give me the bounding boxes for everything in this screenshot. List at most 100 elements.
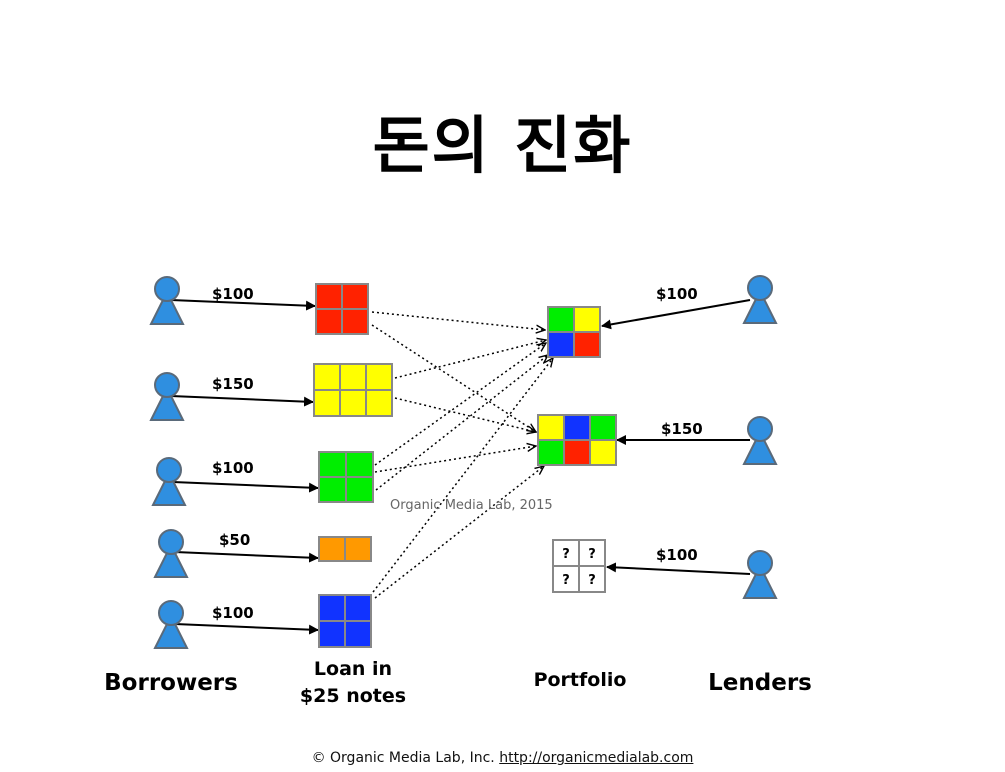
borrower-icon-5-head bbox=[158, 600, 184, 626]
watermark: Organic Media Lab, 2015 bbox=[390, 498, 553, 513]
note-link-8 bbox=[369, 358, 553, 597]
loan-box-5-cell bbox=[318, 620, 346, 648]
loan-box-1-cell bbox=[341, 308, 369, 335]
lender-icon-1-head bbox=[747, 275, 773, 301]
borrower-icon-2 bbox=[149, 372, 185, 421]
borrower-icon-4 bbox=[153, 529, 189, 578]
lender-icon-1-body bbox=[742, 288, 778, 324]
borrower-icon-1 bbox=[149, 276, 185, 325]
borrower-icon-1-head bbox=[154, 276, 180, 302]
portfolio-box-2-cell bbox=[563, 414, 591, 441]
lender-icon-3 bbox=[742, 550, 778, 599]
borrower-icon-2-head bbox=[154, 372, 180, 398]
loan-caption-line1: Loan in bbox=[313, 658, 393, 680]
borrower-icon-5 bbox=[153, 600, 189, 649]
borrower-icon-4-head bbox=[158, 529, 184, 555]
lender-amount-2: $150 bbox=[661, 420, 703, 438]
loan-caption-line2: $25 notes bbox=[299, 685, 407, 707]
slide-title: 돈의 진화 bbox=[372, 109, 633, 182]
loan-box-2-cell bbox=[313, 389, 341, 417]
portfolio-box-3-cell bbox=[578, 565, 606, 593]
borrower-arrow-5 bbox=[174, 623, 319, 635]
portfolio-box-3-question-mark: ? bbox=[562, 547, 570, 562]
loan-box-4-cell bbox=[344, 536, 372, 562]
loan-box-4 bbox=[318, 536, 372, 562]
borrower-amount-3: $100 bbox=[212, 459, 254, 477]
lender-amount-3: $100 bbox=[656, 546, 698, 564]
lender-icon-2 bbox=[742, 416, 778, 465]
loan-box-1-cell bbox=[315, 283, 343, 310]
loan-box-3-cell bbox=[318, 476, 347, 503]
lender-icon-2-head bbox=[747, 416, 773, 442]
portfolio-box-2-cell bbox=[589, 439, 617, 466]
borrower-icon-3 bbox=[151, 457, 187, 506]
borrower-arrow-2 bbox=[170, 395, 314, 407]
loan-box-3-cell bbox=[345, 451, 374, 478]
borrower-arrow-1 bbox=[170, 299, 316, 311]
borrower-icon-3-head bbox=[156, 457, 182, 483]
borrower-icon-4-body bbox=[153, 542, 189, 578]
portfolio-box-3-question-mark: ? bbox=[588, 573, 596, 588]
footer-copyright: © Organic Media Lab, Inc. bbox=[311, 750, 495, 766]
portfolio-box-3: ???? bbox=[552, 539, 606, 593]
portfolio-box-1-cell bbox=[547, 331, 575, 358]
portfolio-box-1-cell bbox=[547, 306, 575, 333]
lender-icon-1 bbox=[742, 275, 778, 324]
borrower-icon-1-body bbox=[149, 289, 185, 325]
note-link-3 bbox=[394, 340, 546, 379]
loan-box-3-cell bbox=[318, 451, 347, 478]
borrower-amount-5: $100 bbox=[212, 604, 254, 622]
lender-amount-1: $100 bbox=[656, 285, 698, 303]
portfolio-box-1-cell bbox=[573, 306, 601, 333]
portfolio-box-1-cell bbox=[573, 331, 601, 358]
lender-icon-3-head bbox=[747, 550, 773, 576]
borrower-icon-5-body bbox=[153, 613, 189, 649]
loan-box-1-cell bbox=[315, 308, 343, 335]
borrower-amount-1: $100 bbox=[212, 285, 254, 303]
note-link-9 bbox=[374, 466, 544, 599]
lenders-caption: Lenders bbox=[708, 670, 812, 696]
borrower-amount-2: $150 bbox=[212, 375, 254, 393]
borrower-arrow-3 bbox=[172, 481, 319, 493]
loan-box-5-cell bbox=[344, 620, 372, 648]
note-link-1 bbox=[371, 311, 545, 330]
portfolio-box-2-cell bbox=[537, 439, 565, 466]
loan-box-3 bbox=[318, 451, 374, 503]
note-link-4 bbox=[394, 397, 536, 432]
note-link-5 bbox=[374, 343, 546, 466]
loan-box-2-cell bbox=[365, 389, 393, 417]
loan-box-5-cell bbox=[318, 594, 346, 622]
portfolio-box-1 bbox=[547, 306, 601, 358]
note-link-6 bbox=[374, 446, 536, 473]
lender-icon-2-body bbox=[742, 429, 778, 465]
portfolio-box-2-cell bbox=[589, 414, 617, 441]
portfolio-box-3-cell bbox=[552, 565, 580, 593]
borrower-icon-2-body bbox=[149, 385, 185, 421]
footer-link[interactable]: http://organicmedialab.com bbox=[499, 750, 694, 766]
loan-box-2-cell bbox=[365, 363, 393, 391]
portfolio-box-2-cell bbox=[563, 439, 591, 466]
lender-arrow-3 bbox=[606, 562, 751, 575]
loan-box-2-cell bbox=[339, 363, 367, 391]
portfolio-box-3-cell bbox=[552, 539, 580, 567]
borrower-arrow-4 bbox=[174, 551, 319, 563]
loan-box-2-cell bbox=[313, 363, 341, 391]
loan-box-1 bbox=[315, 283, 369, 335]
borrower-amount-4: $50 bbox=[219, 531, 251, 549]
footer: © Organic Media Lab, Inc. http://organic… bbox=[0, 750, 1005, 766]
loan-box-3-cell bbox=[345, 476, 374, 503]
note-link-2 bbox=[371, 324, 536, 432]
note-link-7 bbox=[375, 355, 548, 491]
loan-box-5-cell bbox=[344, 594, 372, 622]
portfolio-box-3-question-mark: ? bbox=[588, 547, 596, 562]
portfolio-caption: Portfolio bbox=[533, 669, 627, 691]
loan-box-1-cell bbox=[341, 283, 369, 310]
portfolio-box-2-cell bbox=[537, 414, 565, 441]
loan-box-4-cell bbox=[318, 536, 346, 562]
lender-arrow-1 bbox=[601, 299, 751, 330]
loan-caption: Loan in $25 notes bbox=[283, 656, 423, 710]
loan-box-2 bbox=[313, 363, 393, 417]
portfolio-box-2 bbox=[537, 414, 617, 466]
